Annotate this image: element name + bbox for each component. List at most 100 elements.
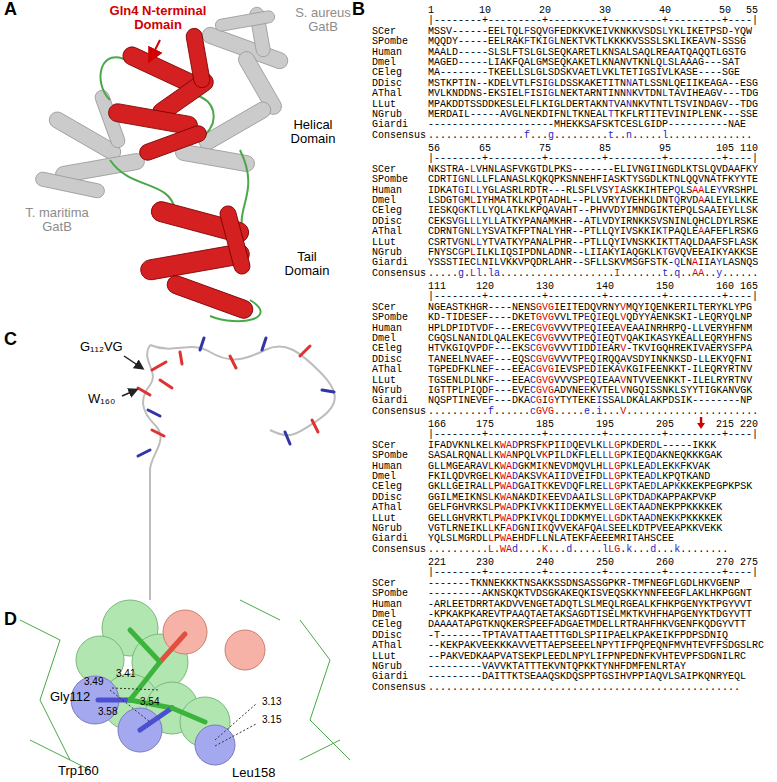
residue-run: TKFLRTITEVINIPLENK---SSE	[614, 109, 758, 120]
residue-run: YTVATKYPANALPHR--PTLLQYIVNSKKIKTTAQLDAAF…	[482, 237, 758, 248]
residue-run: L	[662, 57, 668, 68]
residue-run: IIA	[698, 257, 716, 268]
residue-run: MPAKDDTSSDDKESLELFLKIGLDERTAKN	[428, 99, 608, 110]
species-name: Consensus	[372, 407, 426, 417]
residue-run: I	[596, 375, 602, 386]
residue-run: F	[488, 364, 494, 375]
sequence-row: YSSSTIECLNILVKKVPQDRLAHR--SFLLSKVMSGFSTK…	[428, 258, 758, 268]
residue-run: K	[626, 440, 632, 451]
residue-run: ALEYLLKKE	[704, 195, 758, 206]
residue-run: K	[626, 513, 632, 524]
residue-run: SSALDKALAKPDSIK--------NP	[602, 395, 752, 406]
residue-run: y	[716, 268, 722, 279]
residue-run: LG	[608, 544, 620, 555]
residue-run: WA	[500, 533, 512, 544]
residue-run: G	[548, 88, 554, 99]
residue-run: ..........	[428, 544, 488, 555]
position-number: 175	[476, 420, 494, 430]
residue-run: N	[464, 237, 470, 248]
residue-run: SEELKDTPVEEAPKKVEKK	[608, 523, 722, 534]
species-name: Dmel	[372, 334, 396, 344]
residue-run: K	[542, 450, 548, 461]
residue-run: L	[602, 461, 608, 472]
residue-run: EAR	[602, 343, 620, 354]
residue-run: L	[476, 237, 482, 248]
residue-run: -------TKNNEKKKTNSAKKSSDNSASSGPKR-TMFNEG…	[428, 578, 740, 589]
residue-run: L	[470, 226, 476, 237]
species-name: CEleg	[372, 68, 402, 78]
species-name: LLut	[372, 376, 396, 386]
residue-run: D	[512, 502, 518, 513]
residue-run: HPLDPIDTVD	[428, 323, 488, 334]
residue-run: L	[470, 268, 476, 279]
residue-run: LG	[608, 502, 620, 513]
residue-run: QEVLK	[572, 440, 602, 451]
sequence-row: --KEKPAKVEEKKKAVVETTAEPSEEELNPYTIFPQPEQN…	[428, 641, 764, 651]
residue-run: VVVSP	[554, 375, 584, 386]
residue-run: WA	[500, 492, 512, 503]
residue-run: F	[488, 395, 494, 406]
sequence-row: NKSTRA-LVHNLASFVKGTDLPKS-------ELIVNGIIN…	[428, 165, 758, 175]
species-name: Human	[372, 600, 402, 610]
position-number: 150	[656, 282, 674, 292]
residue-run: K	[674, 461, 680, 472]
residue-run: P	[494, 502, 500, 513]
position-number: 111	[428, 282, 446, 292]
species-name: NGrub	[372, 386, 402, 396]
residue-run: KVTDN	[632, 88, 662, 99]
species-name: Giardi	[372, 672, 408, 682]
residue-run: YQLSLMGRDL	[428, 533, 488, 544]
residue-run: GVG	[536, 333, 554, 344]
residue-run: L	[476, 185, 482, 196]
residue-run: C	[530, 354, 536, 365]
residue-run: K	[542, 523, 548, 534]
residue-run: D	[650, 440, 656, 451]
residue-run: YGLASRLRDTR---RLSFLVSY	[482, 185, 614, 196]
residue-run: MAGED-----LIAKFQALGMSEQKAKETLKNANVTKNLQ	[428, 57, 662, 68]
species-name: Dmel	[372, 610, 396, 620]
residue-run: PKKKKEK	[680, 513, 722, 524]
residue-run: EEV	[548, 492, 566, 503]
domain-label: Tail Domain	[282, 250, 332, 279]
residue-run: .........	[554, 130, 608, 141]
residue-run: K	[542, 544, 548, 555]
residue-run: EQT	[602, 333, 620, 344]
residue-run: GGILMEIKNS	[428, 492, 488, 503]
position-number: 215	[716, 420, 734, 430]
residue-run: GELLGHVRKT	[428, 513, 488, 524]
residue-run: K	[494, 492, 500, 503]
residue-run: .	[494, 544, 500, 555]
residue-run: L	[488, 461, 494, 472]
residue-run: D	[566, 461, 572, 472]
residue-run: DAAAATAPGTKNQKERSPEEFADGAETMDELLRTRAHFHK…	[428, 619, 746, 630]
residue-run: GVG	[536, 406, 554, 417]
residue-run: L	[488, 533, 494, 544]
panel-letter: B	[352, 0, 365, 20]
residue-run: Y	[482, 216, 488, 227]
residue-run: K	[626, 471, 632, 482]
residue-run: YTYTEKE	[554, 395, 596, 406]
residue-run: K	[674, 481, 680, 492]
residue-run: ....	[518, 544, 542, 555]
residue-run: VVVTP	[554, 323, 584, 334]
residue-run: L	[470, 195, 476, 206]
residue-run: P	[494, 481, 500, 492]
sequence-row: CEKSVGLLLYLLATKYPANAMKHR--ATLVDYIRNKKSVS…	[428, 217, 758, 227]
residue-run: ADVNE	[554, 385, 584, 396]
position-number: 105	[716, 144, 734, 154]
residue-run: LASNQS	[722, 257, 758, 268]
residue-run: WA	[500, 450, 512, 461]
residue-run: TAE	[632, 481, 650, 492]
residue-run: LEA	[632, 461, 650, 472]
residue-run: QAKIKASYKEALLEQRYHFNS	[626, 333, 752, 344]
residue-run: CGQSLNANIDLQALEKE	[428, 333, 530, 344]
sequence-row: MAGED-----LIAKFQALGMSEQKAKETLKNANVTKNLQL…	[428, 58, 740, 68]
sequence-row: MVLKNDDNS-EKSIELFISIGLNEKTARNTINNNKVTDNL…	[428, 89, 758, 99]
species-name: Human	[372, 324, 402, 334]
residue-run: V	[620, 323, 626, 334]
sequence-row: GLLMGEARAVLKWADGKMIKNEVDMQVLHLLGPKLEADLE…	[428, 462, 710, 472]
residue-run: WA	[500, 471, 512, 482]
residue-run: NKVTNTLTSVINDAGV--TDG	[632, 99, 758, 110]
residue-run: ---------VAVVKTATTTEKVNTQPKKTYNHFDMFENLR…	[428, 661, 686, 672]
position-number: 20	[539, 6, 551, 16]
